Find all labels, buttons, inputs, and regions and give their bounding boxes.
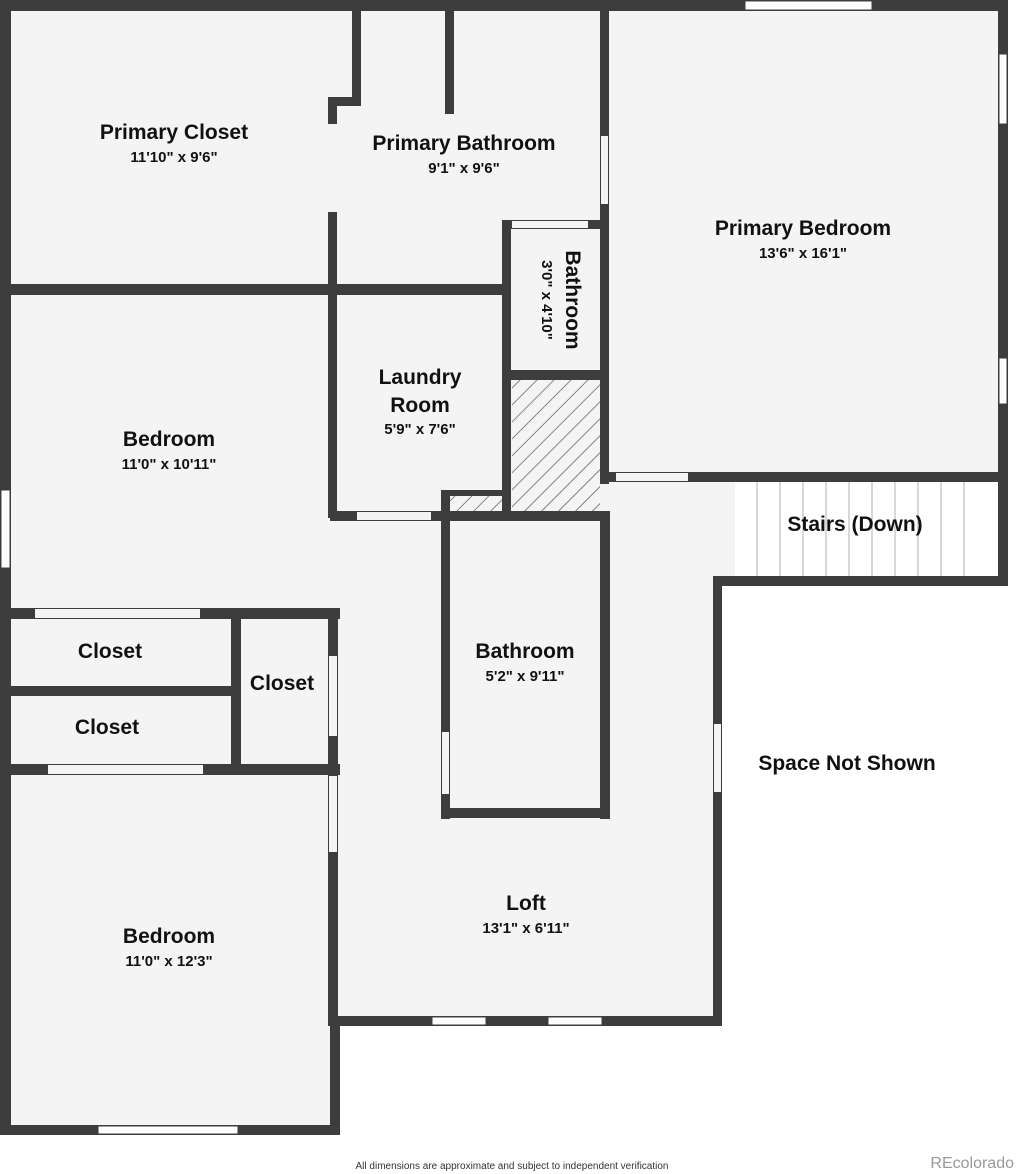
space-not-shown-label: Space Not Shown	[758, 752, 935, 775]
stairs	[735, 482, 1000, 578]
room-dims-bathroom-mid: 5'2" x 9'11"	[486, 668, 565, 685]
room-name-closet-c: Closet	[75, 716, 139, 739]
room-loft: Loft 13'1" x 6'11"	[482, 892, 569, 937]
room-name-bathroom-mid: Bathroom	[475, 640, 574, 663]
room-dims-laundry: 5'9" x 7'6"	[384, 421, 455, 438]
room-laundry: Laundry Room 5'9" x 7'6"	[379, 366, 462, 438]
room-bathroom-mid: Bathroom 5'2" x 9'11"	[475, 640, 574, 685]
room-name-stairs: Stairs (Down)	[787, 513, 922, 536]
disclaimer-text: All dimensions are approximate and subje…	[355, 1161, 669, 1172]
doorways	[35, 136, 721, 852]
room-name-laundry-line1: Laundry	[379, 366, 462, 389]
room-name-bedroom-upper: Bedroom	[123, 428, 215, 451]
room-name-bedroom-lower: Bedroom	[123, 925, 215, 948]
room-dims-bedroom-lower: 11'0" x 12'3"	[125, 953, 212, 970]
room-dims-primary-closet: 11'10" x 9'6"	[130, 149, 217, 166]
room-name-loft: Loft	[506, 892, 546, 915]
room-dims-primary-bathroom: 9'1" x 9'6"	[428, 160, 499, 177]
room-primary-closet: Primary Closet 11'10" x 9'6"	[100, 121, 248, 166]
room-name-laundry-line2: Room	[390, 394, 450, 417]
room-name-primary-bathroom: Primary Bathroom	[372, 132, 555, 155]
room-name-small-bathroom: Bathroom	[561, 250, 584, 349]
room-dims-small-bathroom: 3'0" x 4'10"	[538, 260, 555, 340]
room-dims-loft: 13'1" x 6'11"	[482, 920, 569, 937]
room-name-closet-b: Closet	[250, 672, 314, 695]
room-bedroom-upper: Bedroom 11'0" x 10'11"	[122, 428, 217, 473]
room-primary-bathroom: Primary Bathroom 9'1" x 9'6"	[372, 132, 555, 177]
hatched-chase-small	[446, 494, 506, 512]
room-small-bathroom: Bathroom 3'0" x 4'10"	[538, 250, 584, 349]
room-dims-bedroom-upper: 11'0" x 10'11"	[122, 456, 217, 473]
room-primary-bedroom: Primary Bedroom 13'6" x 16'1"	[715, 217, 891, 262]
windows	[0, 0, 1008, 1135]
brand-watermark: REcolorado	[930, 1155, 1014, 1172]
room-bedroom-lower: Bedroom 11'0" x 12'3"	[123, 925, 215, 970]
hatched-chase	[512, 378, 600, 512]
room-name-closet-a: Closet	[78, 640, 142, 663]
room-name-primary-closet: Primary Closet	[100, 121, 248, 144]
room-name-primary-bedroom: Primary Bedroom	[715, 217, 891, 240]
room-dims-primary-bedroom: 13'6" x 16'1"	[759, 245, 847, 262]
